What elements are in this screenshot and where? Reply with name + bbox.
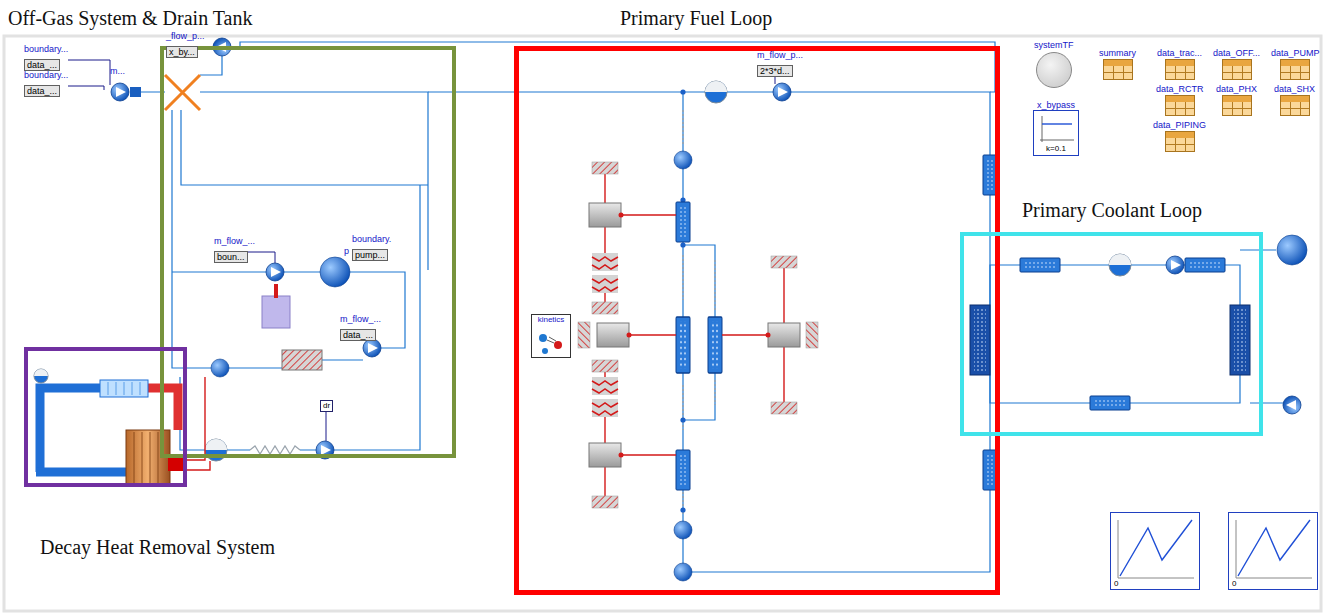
region-frame: Off-Gas System & Drain Tank_flow_p...x_b…	[160, 46, 456, 458]
instance-name: data_SHX	[1274, 84, 1315, 94]
record-table	[1222, 59, 1252, 80]
kinetics-block: kinetics	[531, 314, 571, 358]
parameter-value: data_...	[340, 329, 376, 341]
region-frame: Decay Heat Removal System	[24, 347, 187, 487]
record-table	[1280, 95, 1310, 116]
record-icon: data_OFF...	[1213, 48, 1260, 80]
record-table	[1165, 95, 1195, 116]
constant-block: x_bypass k=0.1	[1033, 100, 1079, 156]
instance-name: m_flow_...	[340, 314, 381, 324]
record-icon: data_PHX	[1216, 84, 1257, 116]
region-heading: Primary Fuel Loop	[620, 6, 772, 30]
record-icon: data_PUMP	[1271, 48, 1320, 80]
instance-name: _flow_p...	[166, 31, 205, 41]
record-icon: summary	[1099, 48, 1136, 80]
parameter-value: k=0.1	[1034, 144, 1078, 153]
instance-name: m_flow_p...	[757, 50, 803, 60]
port-label: m...	[110, 66, 125, 76]
parameter-value: pump...	[352, 249, 388, 261]
axis-value: 0	[1232, 579, 1236, 588]
record-icon: data_trac...	[1157, 48, 1202, 80]
instance-name: data_trac...	[1157, 48, 1202, 58]
instance-name: x_bypass	[1033, 100, 1079, 110]
instance-name: data_PUMP	[1271, 48, 1320, 58]
region-heading: Primary Coolant Loop	[1022, 198, 1202, 222]
region-frame: Primary Coolant Loop	[960, 232, 1263, 436]
parameter-block: m_flow_p... 2*3*d...	[757, 50, 803, 78]
instance-name: summary	[1099, 48, 1136, 58]
system-circle	[1036, 52, 1072, 88]
plot-icon: 0	[1228, 512, 1318, 590]
parameter-block: m_flow_... boun...	[214, 236, 255, 264]
record-icon: data_PIPING	[1153, 120, 1206, 152]
instance-name: data_PHX	[1216, 84, 1257, 94]
parameter-value: data_...	[24, 85, 60, 97]
region-heading: Decay Heat Removal System	[40, 535, 275, 559]
parameter-value: boun...	[214, 251, 248, 263]
parameter-block: boundary... data_...	[24, 70, 68, 98]
parameter-block: boundary... data_...	[24, 44, 68, 72]
record-table	[1222, 95, 1252, 116]
region-frame: Primary Fuel Loopkineticsm_flow_p...2*3*…	[514, 46, 1000, 595]
region-heading: Off-Gas System & Drain Tank	[8, 6, 253, 30]
instance-name: systemTF	[1034, 40, 1074, 50]
input-block: dr	[320, 400, 333, 412]
axis-value: 0	[1114, 579, 1118, 588]
record-table	[1165, 131, 1195, 152]
parameter-block: _flow_p... x_by...	[166, 31, 205, 59]
instance-name: boundary...	[24, 44, 68, 54]
parameter-value: data_...	[24, 59, 60, 71]
system-icon: systemTF	[1034, 40, 1074, 88]
parameter-block: m_flow_... data_...	[340, 314, 381, 342]
instance-name: kinetics	[532, 315, 570, 325]
instance-name: data_RCTR	[1156, 84, 1204, 94]
instance-name: boundary.	[352, 234, 391, 244]
instance-name: data_OFF...	[1213, 48, 1260, 58]
record-icon: data_SHX	[1274, 84, 1315, 116]
record-table	[1165, 59, 1195, 80]
parameter-value: x_by...	[166, 46, 198, 58]
instance-name: data_PIPING	[1153, 120, 1206, 130]
instance-name: m_flow_...	[214, 236, 255, 246]
record-table	[1103, 59, 1133, 80]
parameter-value: 2*3*d...	[757, 65, 793, 77]
record-table	[1280, 59, 1310, 80]
record-icon: data_RCTR	[1156, 84, 1204, 116]
parameter-block: boundary. pump...	[352, 234, 391, 262]
port-label: p	[344, 246, 349, 256]
instance-name: dr	[321, 401, 332, 411]
constant-box: k=0.1	[1033, 110, 1079, 156]
instance-name: boundary...	[24, 70, 68, 80]
plot-icon: 0	[1110, 512, 1200, 590]
